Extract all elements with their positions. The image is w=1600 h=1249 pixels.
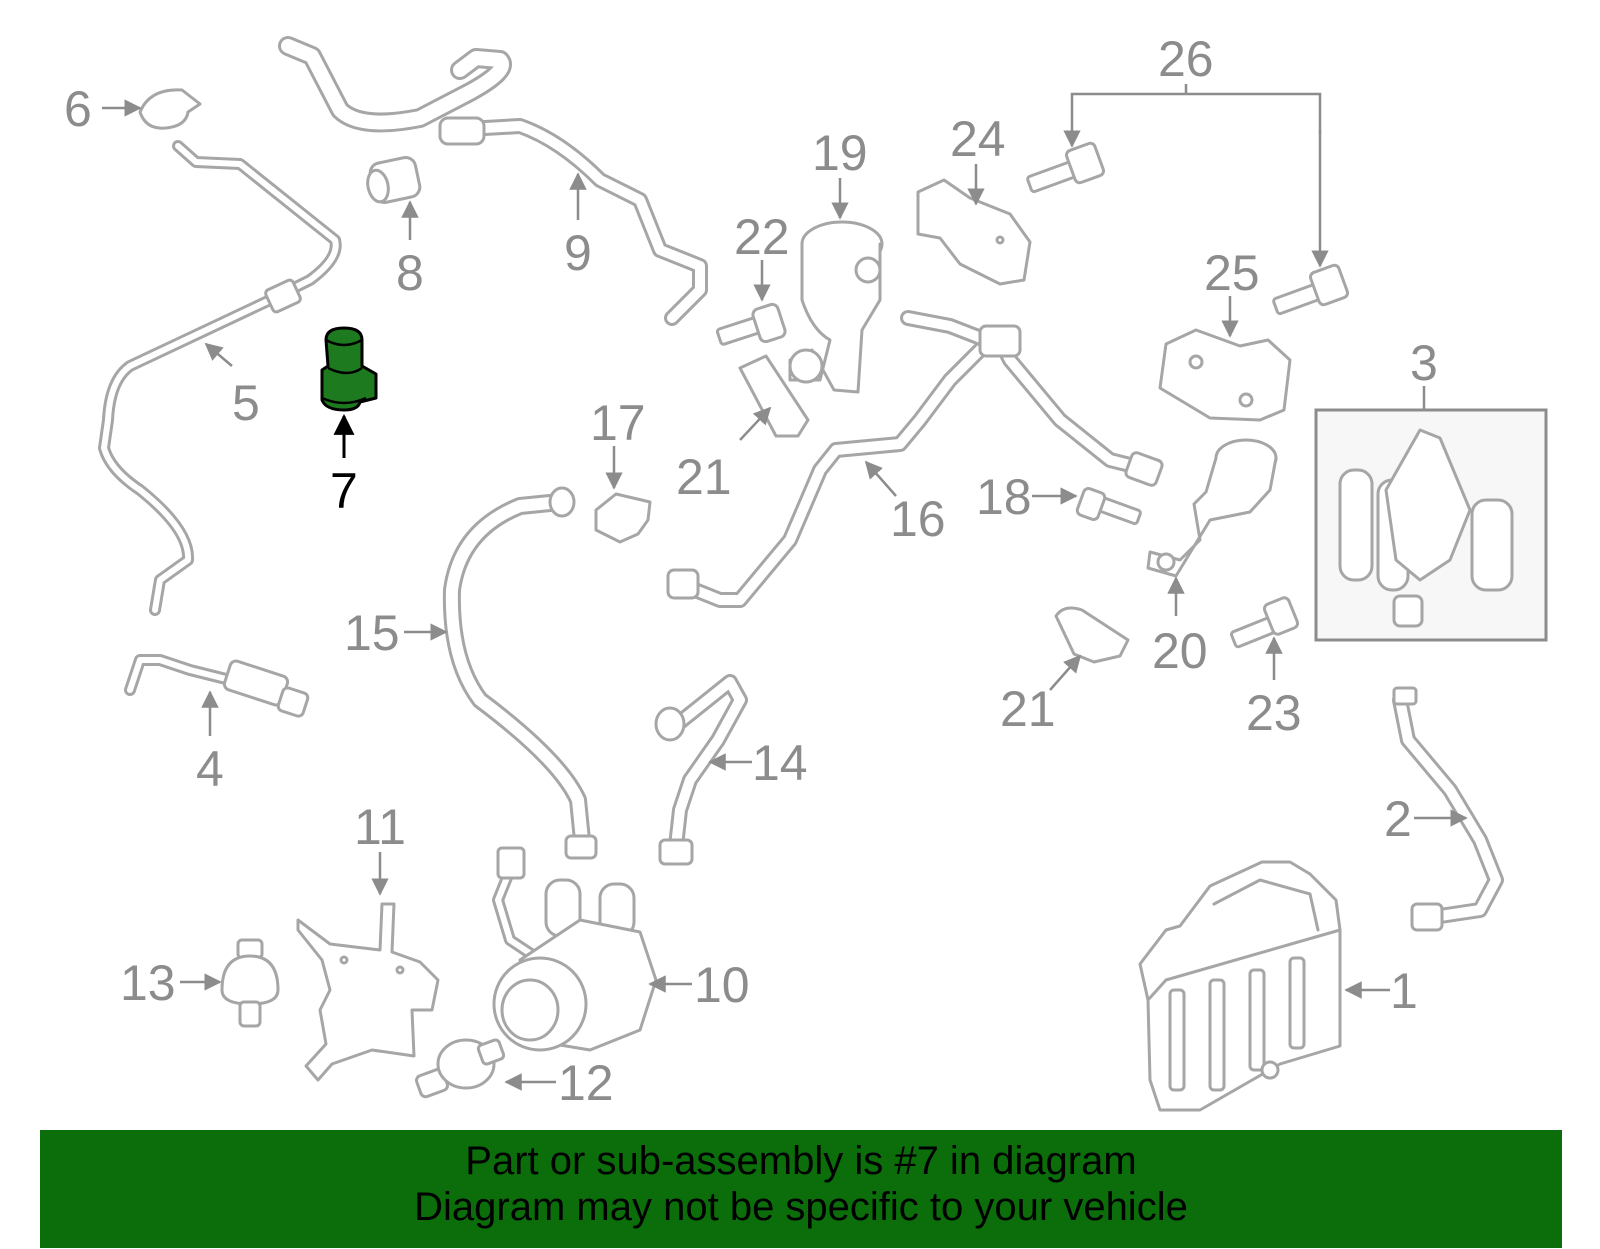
part-13-sensor[interactable] [220,938,280,1028]
part-10-pump[interactable] [492,846,658,1052]
part-24-bracket[interactable] [916,178,1032,286]
callout-10: 10 [694,957,750,1013]
part-26-bolts[interactable] [1026,141,1350,316]
part-16-hose[interactable] [666,310,1164,608]
callout-26: 26 [1158,31,1214,87]
leader-lines [102,84,1468,1091]
part-4-sensor[interactable] [124,654,310,718]
callout-12: 12 [558,1055,614,1111]
part-15-hose[interactable] [442,486,598,860]
part-20-valve[interactable] [1146,438,1278,578]
callout-9: 9 [564,225,592,281]
part-11-bracket[interactable] [296,902,440,1082]
callout-8: 8 [396,245,424,301]
part-3-assembly[interactable] [1314,408,1548,642]
callout-23: 23 [1246,685,1302,741]
part-1-canister[interactable] [1138,860,1342,1112]
callout-3: 3 [1410,335,1438,391]
part-22-bolt[interactable] [715,302,787,346]
part-19-valve[interactable] [788,220,884,394]
callout-25: 25 [1204,245,1260,301]
part-8-connector[interactable] [365,156,422,205]
callout-6: 6 [64,81,92,137]
callout-4: 4 [196,741,224,797]
part-2-hose[interactable] [1392,686,1504,932]
part-25-bracket[interactable] [1158,328,1292,422]
callout-22: 22 [734,209,790,265]
callout-2: 2 [1384,791,1412,847]
footer-disclaimer: Diagram may not be specific to your vehi… [414,1185,1188,1229]
callout-11: 11 [354,799,406,855]
callout-7: 7 [330,463,358,519]
part-23-bolt[interactable] [1230,596,1300,649]
footer-part-note: Part or sub-assembly is #7 in diagram [465,1139,1137,1183]
callout-19: 19 [812,125,868,181]
callout-16: 16 [890,491,946,547]
callout-1: 1 [1390,963,1418,1019]
part-6-cap[interactable] [138,88,202,130]
callout-24: 24 [950,111,1006,167]
part-9-hose[interactable] [278,36,708,326]
callout-17: 17 [590,395,646,451]
callout-20: 20 [1152,623,1208,679]
part-5-pipe[interactable] [98,140,342,616]
callout-13: 13 [120,955,176,1011]
callout-21a: 21 [676,449,732,505]
part-14-hose[interactable] [654,674,748,866]
part-12-sensor[interactable] [414,1038,506,1099]
part-21b-gasket[interactable] [1054,606,1130,664]
callout-21b: 21 [1000,681,1056,737]
part-18-bolt[interactable] [1075,486,1142,526]
callout-15: 15 [344,605,400,661]
part-17-clip[interactable] [594,492,652,544]
callout-14: 14 [752,735,808,791]
callout-18: 18 [976,469,1032,525]
callout-5: 5 [232,375,260,431]
footer-banner: Part or sub-assembly is #7 in diagram Di… [40,1130,1562,1248]
part-7-fitting-highlighted[interactable] [320,326,378,412]
